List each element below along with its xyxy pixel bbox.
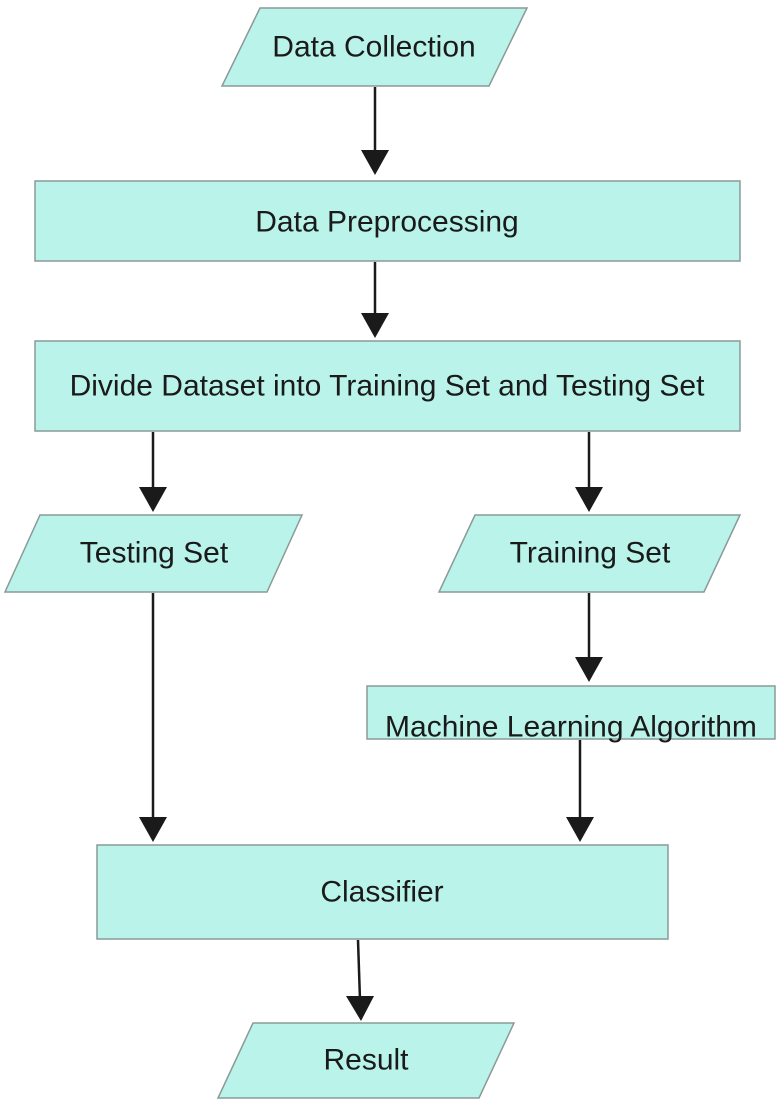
node-testing-set-label: Testing Set (80, 537, 229, 570)
edge-preprocessing-to-divide (361, 262, 389, 338)
node-ml-algorithm-label: Machine Learning Algorithm (385, 711, 757, 744)
node-training-set: Training Set (437, 514, 742, 593)
node-data-preprocessing-label: Data Preprocessing (255, 206, 518, 239)
node-classifier-label: Classifier (320, 876, 443, 909)
node-training-set-label: Training Set (510, 537, 671, 570)
node-divide-dataset-label: Divide Dataset into Training Set and Tes… (70, 370, 705, 403)
edge-divide-to-training-set (575, 432, 603, 512)
edge-collection-to-preprocessing (361, 87, 389, 175)
node-data-collection-label: Data Collection (272, 31, 475, 64)
edge-classifier-to-result (346, 939, 374, 1021)
node-data-preprocessing: Data Preprocessing (34, 180, 741, 262)
edge-training-set-to-ml-algorithm (575, 593, 603, 682)
node-divide-dataset: Divide Dataset into Training Set and Tes… (34, 340, 741, 432)
edge-divide-to-testing-set (139, 432, 167, 512)
node-classifier: Classifier (96, 844, 669, 940)
edge-testing-set-to-classifier (139, 593, 167, 842)
node-testing-set: Testing Set (3, 514, 304, 593)
node-result-label: Result (323, 1044, 409, 1077)
node-ml-algorithm: Machine Learning Algorithm (366, 685, 776, 744)
node-result: Result (216, 1022, 516, 1099)
node-data-collection: Data Collection (220, 7, 529, 87)
edge-ml-algorithm-to-classifier (566, 740, 594, 842)
